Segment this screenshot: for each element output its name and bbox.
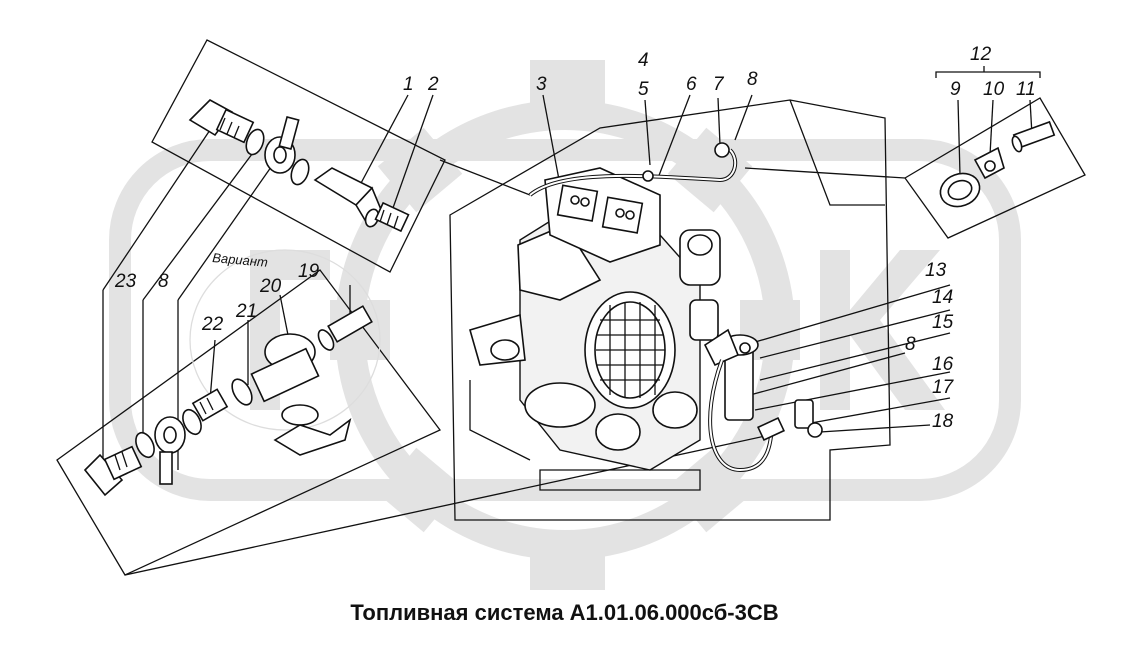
banjo-fitting-upper <box>264 115 300 174</box>
callout-22: 22 <box>201 314 224 335</box>
variant-oval <box>189 249 381 431</box>
callout-20: 20 <box>259 276 282 297</box>
fuel-line-lower <box>708 359 774 473</box>
washer-lower-2 <box>182 408 202 436</box>
figure-caption: Топливная система А1.01.06.000сб-3СВ <box>350 600 779 625</box>
callout-4: 4 <box>638 50 649 71</box>
callout-17: 17 <box>932 377 955 398</box>
callout-1: 1 <box>403 74 414 95</box>
callout-11: 11 <box>1016 79 1036 100</box>
detail-frame-lower-left <box>56 269 442 576</box>
banjo-bolt-lower <box>83 445 143 497</box>
engine-outline-frame <box>449 99 891 521</box>
callout-15: 15 <box>932 312 954 333</box>
fuel-line-top <box>528 142 738 197</box>
washer-upper-2 <box>290 158 310 186</box>
detail-frame-upper-left <box>151 39 446 273</box>
banjo-fitting-lower <box>154 416 186 485</box>
callout-23: 23 <box>114 271 137 292</box>
washer-upper-1 <box>245 128 265 156</box>
clamp-9 <box>939 172 981 208</box>
callout-6: 6 <box>686 74 697 95</box>
banjo-bolt-upper <box>188 99 255 144</box>
callout-2: 2 <box>427 74 439 95</box>
callout-3: 3 <box>536 74 547 95</box>
group-bracket-12 <box>935 66 1041 78</box>
callout-14: 14 <box>932 287 953 308</box>
variant-label: Вариант <box>212 250 269 270</box>
callout-12: 12 <box>970 44 992 65</box>
washer-21 <box>231 378 253 406</box>
callout-8-left: 8 <box>158 271 169 292</box>
ring-part-2 <box>364 201 410 233</box>
connector-part-19 <box>317 305 373 351</box>
callout-8-right: 8 <box>905 334 916 355</box>
engine-assembly <box>469 167 721 491</box>
clamp-bracket-10 <box>973 146 1005 180</box>
callout-5: 5 <box>638 79 649 100</box>
callout-7: 7 <box>713 74 725 95</box>
tee-fitting-20 <box>250 333 352 456</box>
callout-labels: 1 2 3 4 5 6 7 8 12 9 10 11 13 14 15 8 16… <box>114 44 1036 432</box>
washer-lower-1 <box>135 431 155 459</box>
nut-22 <box>191 388 229 422</box>
callout-21: 21 <box>235 301 257 322</box>
callout-13: 13 <box>925 260 947 281</box>
callout-19: 19 <box>298 261 320 282</box>
fuel-filter <box>703 328 759 421</box>
detail-frame-upper-right <box>904 97 1086 239</box>
screw-11 <box>1011 120 1056 153</box>
callout-9: 9 <box>950 79 961 100</box>
callout-18: 18 <box>932 411 954 432</box>
fuel-tap-17 <box>757 399 823 442</box>
callout-8-top: 8 <box>747 69 758 90</box>
callout-10: 10 <box>983 79 1005 100</box>
callout-16: 16 <box>932 354 954 375</box>
